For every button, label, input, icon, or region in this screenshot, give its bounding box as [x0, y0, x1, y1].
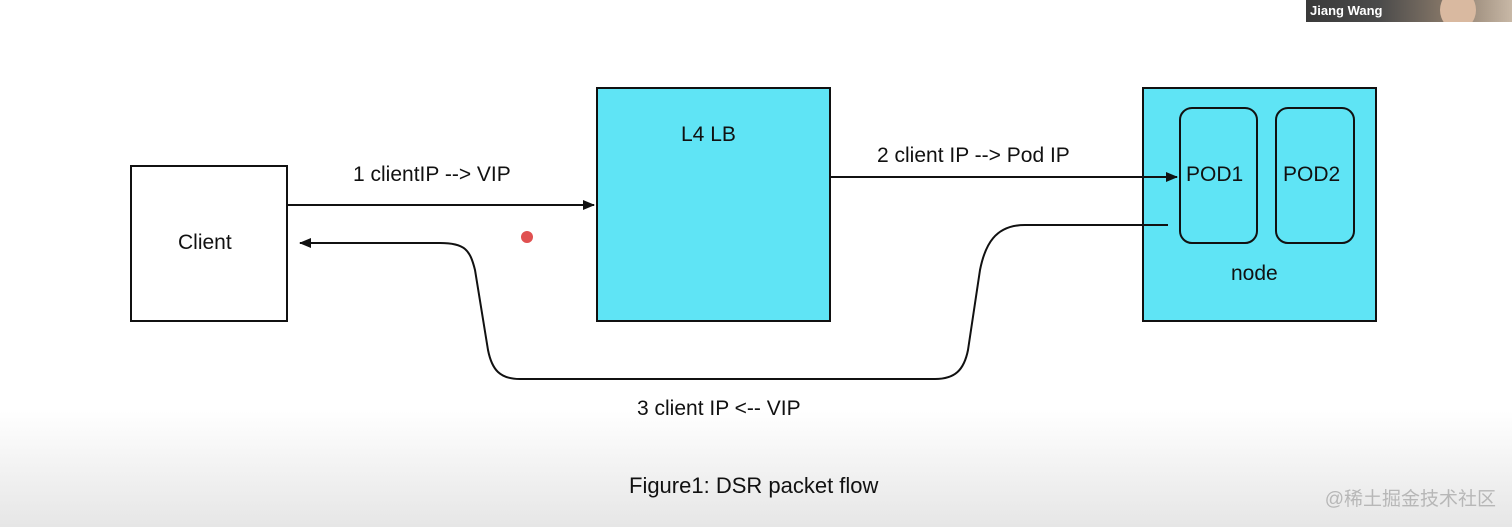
- lb-label: L4 LB: [681, 123, 736, 146]
- participant-avatar: [1440, 0, 1476, 22]
- participant-name: Jiang Wang: [1310, 3, 1383, 18]
- step3-label: 3 client IP <-- VIP: [637, 397, 801, 420]
- step2-label: 2 client IP --> Pod IP: [877, 144, 1070, 167]
- client-box: [130, 165, 288, 322]
- participant-video-tile: Jiang Wang: [1306, 0, 1512, 22]
- step1-label: 1 clientIP --> VIP: [353, 163, 511, 186]
- watermark: @稀土掘金技术社区: [1324, 489, 1496, 510]
- pod1-label: POD1: [1186, 163, 1244, 186]
- pod2-box: [1275, 107, 1355, 244]
- lb-box: [596, 87, 831, 322]
- node-label: node: [1231, 262, 1278, 285]
- pod2-label: POD2: [1283, 163, 1341, 186]
- client-label: Client: [178, 231, 232, 254]
- figure-caption: Figure1: DSR packet flow: [629, 473, 879, 498]
- pod1-box: [1179, 107, 1258, 244]
- arrow-pod1-to-client: [299, 224, 1168, 380]
- pointer-dot: [521, 231, 533, 243]
